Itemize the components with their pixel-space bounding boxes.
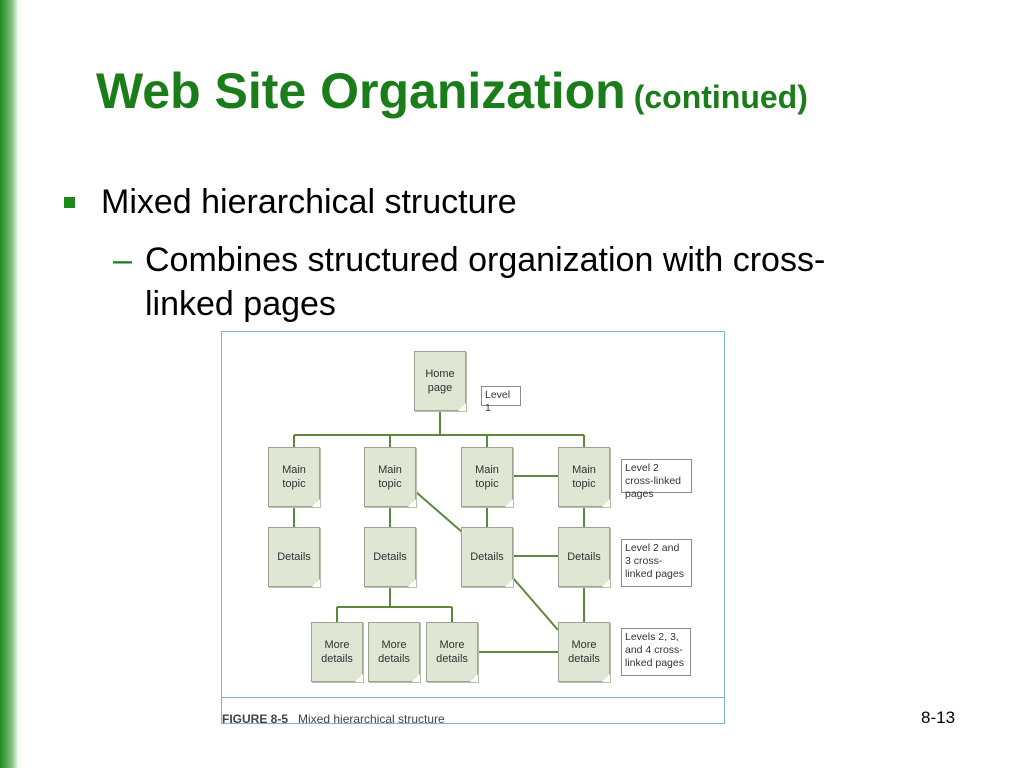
page-number: 8-13: [921, 708, 956, 727]
figure-caption-text: Mixed hierarchical structure: [298, 712, 445, 726]
figure-caption: FIGURE 8-5 Mixed hierarchical structure: [222, 712, 445, 726]
label-level-2: Level 2 cross-linked pages: [621, 459, 692, 500]
node-details-4: Details: [558, 527, 610, 587]
figure-number: FIGURE 8-5: [222, 712, 289, 726]
node-more-details-4: More details: [558, 622, 610, 682]
bullet-item: Mixed hierarchical structure: [64, 183, 517, 222]
node-more-details-2: More details: [368, 622, 420, 682]
node-main-topic-2: Main topic: [364, 447, 416, 507]
connector: [415, 491, 463, 533]
figure-diagram: Home page Level 1 Main topic Main topic …: [221, 331, 725, 726]
label-levels-2-3-4: Levels 2, 3, and 4 cross-linked pages: [621, 628, 691, 676]
title-main: Web Site Organization: [96, 63, 626, 119]
slide-title: Web Site Organization(continued): [96, 62, 808, 120]
figure-divider: [222, 697, 724, 698]
title-continued: (continued): [633, 79, 808, 115]
node-more-details-3: More details: [426, 622, 478, 682]
node-more-details-1: More details: [311, 622, 363, 682]
sub-bullet-text: Combines structured organization with cr…: [145, 241, 826, 323]
node-details-1: Details: [268, 527, 320, 587]
label-level-2-and-3: Level 2 and 3 cross-linked pages: [621, 539, 692, 587]
connector-lines: [293, 411, 585, 653]
node-details-3: Details: [461, 527, 513, 587]
node-main-topic-4: Main topic: [558, 447, 610, 507]
square-bullet-icon: [64, 197, 75, 208]
label-level-1: Level 1: [481, 386, 521, 414]
node-main-topic-1: Main topic: [268, 447, 320, 507]
slide-sidebar-bar: [0, 0, 26, 768]
node-details-2: Details: [364, 527, 416, 587]
node-home-page: Home page: [414, 351, 466, 411]
dash-bullet-icon: –: [113, 241, 132, 279]
node-main-topic-3: Main topic: [461, 447, 513, 507]
connector: [512, 577, 559, 631]
bullet-text: Mixed hierarchical structure: [101, 183, 517, 221]
